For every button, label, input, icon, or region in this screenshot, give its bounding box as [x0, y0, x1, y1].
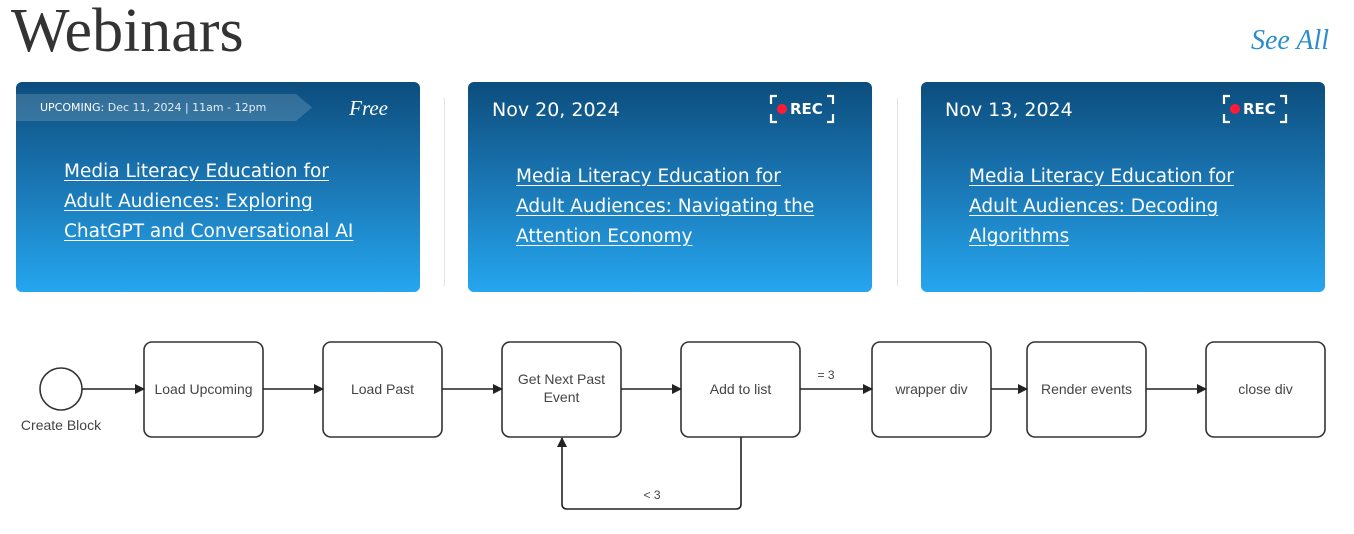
webinar-title-link[interactable]: Media Literacy Education for Adult Audie… [969, 166, 1234, 247]
rec-camera-frame-icon: REC [1221, 94, 1289, 124]
start-label: Create Block [21, 417, 102, 433]
flow-node-label: close div [1238, 381, 1292, 397]
rec-label: REC [790, 100, 823, 118]
see-all-link[interactable]: See All [1250, 25, 1329, 56]
rec-dot [777, 104, 787, 114]
flow-node-label: Event [544, 389, 580, 405]
page-title: Webinars [11, 0, 244, 65]
rec-label: REC [1243, 100, 1276, 118]
card-divider [444, 98, 445, 286]
edge-label-equals: = 3 [817, 368, 834, 382]
flow-node-label: Render events [1041, 381, 1132, 397]
flow-node-label: Add to list [710, 381, 772, 397]
flow-diagram: Create Block Load Upcoming Load Past Get… [21, 341, 1326, 510]
webinar-date: Nov 20, 2024 [492, 99, 620, 121]
flow-node-label: Get Next Past [518, 371, 605, 387]
webinar-title-link[interactable]: Media Literacy Education for Adult Audie… [516, 166, 815, 247]
upcoming-label: UPCOMING: [40, 101, 105, 114]
rec-camera-frame-icon: REC [768, 94, 836, 124]
edge-label-less: < 3 [643, 488, 660, 502]
loop-edge [557, 437, 742, 510]
flow-node-label: Load Upcoming [154, 381, 252, 397]
flow-node-label: wrapper div [894, 381, 967, 397]
price-label: Free [349, 96, 388, 120]
rec-dot [1230, 104, 1240, 114]
flow-node-label: Load Past [351, 381, 414, 397]
upcoming-date: Dec 11, 2024 | 11am - 12pm [107, 101, 267, 114]
webinar-date: Nov 13, 2024 [945, 99, 1073, 121]
webinar-card-recorded[interactable]: Nov 13, 2024 REC Media Literacy Educatio… [921, 82, 1325, 292]
card-divider [897, 98, 898, 286]
webinar-card-recorded[interactable]: Nov 20, 2024 REC Media Literacy Educatio… [468, 82, 872, 292]
start-node [39, 367, 83, 411]
upcoming-banner: UPCOMING: Dec 11, 2024 | 11am - 12pm [16, 94, 312, 121]
webinar-card-upcoming[interactable]: UPCOMING: Dec 11, 2024 | 11am - 12pm Fre… [16, 82, 420, 292]
webinar-title-link[interactable]: Media Literacy Education for Adult Audie… [64, 161, 354, 242]
